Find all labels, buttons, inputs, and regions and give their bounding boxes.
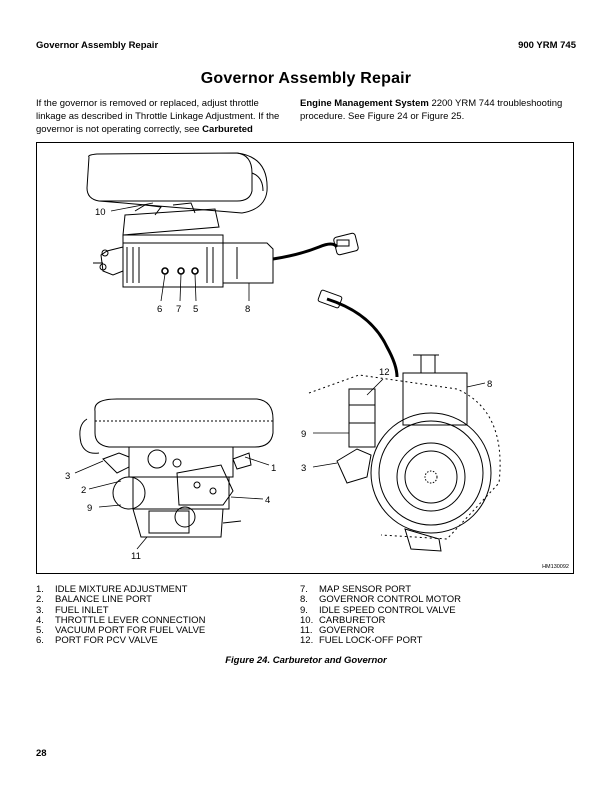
body-text-right-column: Engine Management System 2200 YRM 744 tr…: [300, 97, 576, 123]
legend-label: BALANCE LINE PORT: [55, 594, 152, 606]
legend-number: 8.: [300, 594, 308, 606]
legend-number: 11.: [300, 625, 313, 637]
callout-10: 10: [95, 207, 106, 218]
figure-caption: Figure 24. Carburetor and Governor: [225, 655, 387, 666]
legend-number: 5.: [36, 625, 44, 637]
legend-item: 4. THROTTLE LEVER CONNECTION: [36, 614, 276, 626]
callout-9: 9: [87, 503, 92, 514]
legend-label: GOVERNOR: [319, 625, 375, 637]
callout-9-right: 9: [301, 429, 306, 440]
legend-right-column: 7. MAP SENSOR PORT 8. GOVERNOR CONTROL MOT…: [300, 584, 560, 647]
callout-12: 12: [379, 367, 390, 378]
callout-3: 3: [65, 471, 70, 482]
callout-11: 11: [131, 551, 141, 562]
body-text-bold-run: Carbureted: [202, 124, 253, 136]
legend-item: 5. VACUUM PORT FOR FUEL VALVE: [36, 625, 276, 637]
legend-item: 2. BALANCE LINE PORT: [36, 594, 276, 606]
callout-3-right: 3: [301, 463, 306, 474]
callout-6: 6: [157, 304, 162, 315]
legend-number: 12.: [300, 635, 314, 647]
legend-label: IDLE SPEED CONTROL VALVE: [319, 604, 456, 616]
legend-item: 9. IDLE SPEED CONTROL VALVE: [300, 604, 560, 616]
page-number: 28: [36, 748, 47, 759]
callout-7: 7: [176, 304, 181, 315]
legend-label: GOVERNOR CONTROL MOTOR: [319, 594, 461, 606]
legend-label: FUEL LOCK-OFF PORT: [319, 635, 423, 647]
legend-item: 10. CARBURETOR: [300, 614, 560, 626]
section-title: Governor Assembly Repair: [200, 70, 412, 87]
legend-label: IDLE MIXTURE ADJUSTMENT: [55, 584, 188, 595]
top-assembly-drawing: [86, 152, 359, 288]
legend-item: 6. PORT FOR PCV VALVE: [36, 635, 276, 647]
legend-item: 7. MAP SENSOR PORT: [300, 584, 560, 595]
legend-number: 7.: [300, 584, 308, 595]
legend-item: 11. GOVERNOR: [300, 625, 560, 637]
legend-label: VACUUM PORT FOR FUEL VALVE: [55, 625, 206, 637]
bottom-right-assembly-drawing: [308, 289, 501, 552]
legend-label: PORT FOR PCV VALVE: [55, 635, 158, 647]
legend-label: CARBURETOR: [319, 614, 386, 626]
callout-8: 8: [245, 304, 250, 315]
legend-label: THROTTLE LEVER CONNECTION: [55, 614, 206, 626]
callout-5: 5: [193, 304, 198, 315]
legend-number: 3.: [36, 604, 44, 616]
callout-8-right: 8: [487, 379, 492, 390]
legend-item: 12. FUEL LOCK-OFF PORT: [300, 635, 560, 647]
body-text-left-column: If the governor is removed or replaced, …: [36, 97, 281, 137]
legend-item: 3. FUEL INLET: [36, 604, 276, 616]
body-text-bold-run: Engine Management System: [300, 98, 429, 109]
carburetor-governor-illustration: 10 6 7 5 8 1 3 2 9 4 11 12 8 9 3: [65, 152, 501, 562]
figure-24-frame: 10 6 7 5 8 1 3 2 9 4 11 12 8 9 3 HM13009…: [36, 142, 574, 574]
legend-item: 1. IDLE MIXTURE ADJUSTMENT: [36, 584, 276, 595]
callout-2: 2: [81, 485, 86, 496]
legend-item: 8. GOVERNOR CONTROL MOTOR: [300, 594, 560, 606]
legend-number: 9.: [300, 604, 308, 616]
legend-number: 10.: [300, 614, 314, 626]
legend-number: 6.: [36, 635, 44, 647]
callout-4: 4: [265, 495, 270, 506]
body-text-run: 2200 YRM 744 troubleshooting procedure. …: [300, 98, 563, 123]
legend-left-column: 1. IDLE MIXTURE ADJUSTMENT 2. BALANCE LINE…: [36, 584, 276, 647]
callout-leader-lines: [74, 202, 486, 550]
legend-number: 1.: [36, 584, 44, 595]
body-text-run: If the governor is removed or replaced, …: [36, 98, 280, 136]
figure-id-label: HM130092: [542, 564, 569, 570]
legend-number: 2.: [36, 594, 44, 606]
legend-number: 4.: [36, 614, 44, 626]
callout-1: 1: [271, 463, 276, 474]
running-header-doc-number: 900 YRM 745: [518, 40, 576, 51]
running-header-title: Governor Assembly Repair: [36, 40, 159, 51]
legend-label: FUEL INLET: [55, 604, 109, 616]
bottom-left-assembly-drawing: [79, 398, 274, 538]
legend-label: MAP SENSOR PORT: [319, 584, 412, 595]
